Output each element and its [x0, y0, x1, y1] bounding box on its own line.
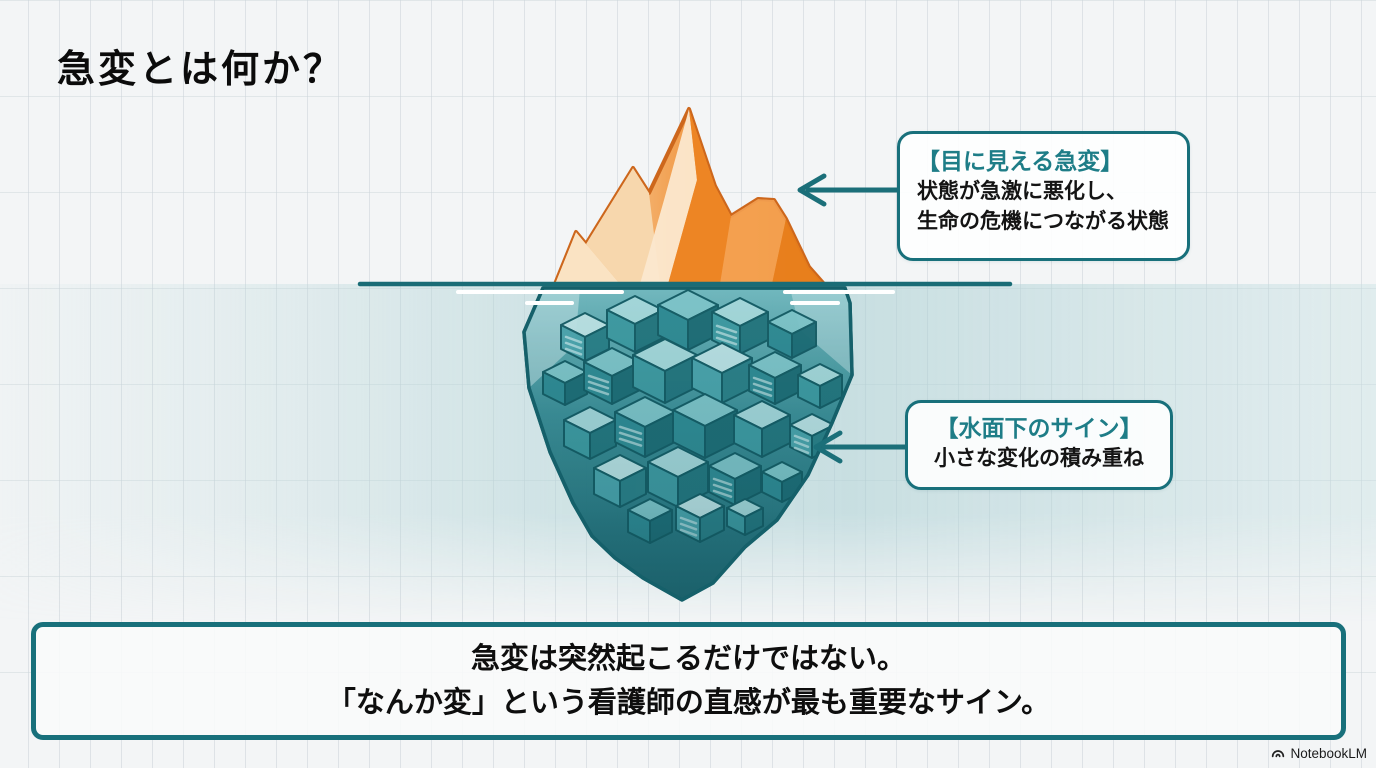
iceberg-cube-cluster [542, 289, 843, 544]
callout-underwater-signs: 【水面下のサイン】 小さな変化の積み重ね [905, 400, 1173, 490]
key-message-line2: 「なんか変」という看護師の直感が最も重要なサイン。 [326, 687, 1051, 719]
wave-marks [456, 290, 895, 305]
callout-underwater-heading: 【水面下のサイン】 [935, 415, 1143, 441]
arrow-to-visible-peak [797, 173, 900, 207]
callout-visible-heading: 【目に見える急変】 [917, 148, 1124, 174]
iceberg-below-water [522, 286, 854, 602]
arrow-to-underwater-body [813, 430, 908, 464]
page-title: 急変とは何か？ [57, 49, 345, 91]
iceberg-above-water [553, 107, 826, 286]
callout-visible-change: 【目に見える急変】 状態が急激に悪化し、 生命の危機につながる状態 [897, 131, 1190, 261]
callout-visible-body-line1: 状態が急激に悪化し、 [917, 179, 1127, 203]
key-message-box: 急変は突然起こるだけではない。 「なんか変」という看護師の直感が最も重要なサイン… [31, 622, 1346, 740]
footer-brand: NotebookLM [1270, 743, 1367, 763]
key-message-line1: 急変は突然起こるだけではない。 [470, 642, 906, 675]
callout-visible-body-line2: 生命の危機につながる状態 [917, 210, 1169, 234]
notebooklm-wave-icon [1272, 750, 1285, 758]
callout-underwater-body-line1: 小さな変化の積み重ね [934, 446, 1144, 470]
footer-brand-label: NotebookLM [1290, 745, 1367, 761]
